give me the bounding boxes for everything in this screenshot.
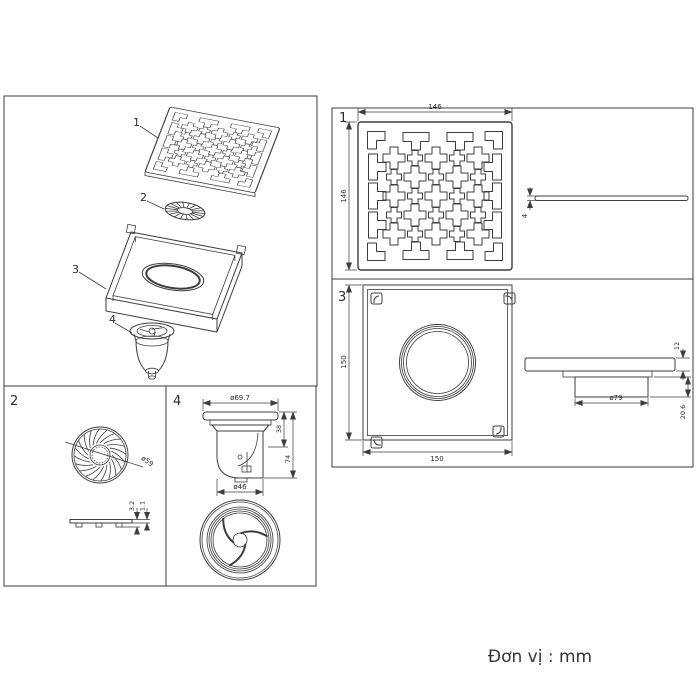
panel-strainer-label: 2 (10, 394, 18, 409)
strainer-side-view: 3.2 1.1 (69, 501, 150, 535)
callout-3: 3 (72, 263, 79, 276)
grate-side-view (534, 195, 689, 201)
grate-top-view (357, 121, 513, 271)
dim-body-spigot-height: 20.6 (679, 405, 687, 419)
trap-panel-frame (165, 385, 317, 587)
trap-panel: 4 ø69.7 38 74 (173, 394, 297, 581)
dim-trap-total-height: 74 (284, 455, 292, 463)
panel-grate-label: 1 (339, 111, 347, 126)
exploded-trap (129, 322, 175, 380)
exploded-grate (144, 106, 281, 193)
dim-body-width: 150 (430, 455, 443, 463)
trap-side-view: ø69.7 38 74 ø46 (202, 394, 297, 496)
dim-grate-width: 146 (428, 103, 442, 111)
callout-1: 1 (133, 116, 140, 129)
body-top-view (362, 284, 513, 441)
body-panel-frame (331, 278, 694, 468)
panel-trap-label: 4 (173, 394, 181, 409)
exploded-strainer (164, 201, 206, 221)
exploded-body (105, 223, 247, 333)
trap-bottom-view (199, 499, 281, 581)
body-top-panel: 3 150 150 ø79 (338, 284, 691, 463)
corner-post (235, 244, 247, 256)
strainer-panel: 2 ø59 3.2 1.1 (10, 394, 155, 535)
panel-body-label: 3 (338, 290, 346, 305)
exploded-callouts: 1 2 3 4 (72, 116, 165, 334)
exploded-grate-thickness (144, 172, 256, 197)
dim-grate-thickness: 4 (521, 213, 529, 218)
dim-body-spigot-dia: ø79 (609, 394, 622, 402)
dim-body-height: 150 (340, 355, 348, 368)
dim-grate-height: 146 (340, 189, 348, 203)
strainer-panel-frame (3, 385, 167, 587)
dim-trap-top-dia: ø69.7 (230, 394, 250, 402)
panel-frames (3, 95, 694, 587)
callout-2: 2 (140, 191, 147, 204)
dim-body-flange-thickness: 12 (673, 342, 681, 350)
grate-top-panel: 1 146 146 4 (339, 103, 689, 271)
exploded-view: 1 2 3 4 (72, 106, 281, 380)
dim-trap-upper-height: 38 (275, 425, 283, 433)
dim-strainer-plate-thickness: 1.1 (139, 501, 147, 511)
body-side-view: ø79 12 20.6 (524, 342, 691, 419)
corner-post (125, 223, 137, 235)
unit-note: Đơn vị : mm (488, 647, 592, 667)
callout-4: 4 (109, 313, 116, 326)
dim-trap-cup-dia: ø46 (233, 483, 247, 491)
dim-strainer-total-height: 3.2 (128, 501, 136, 511)
